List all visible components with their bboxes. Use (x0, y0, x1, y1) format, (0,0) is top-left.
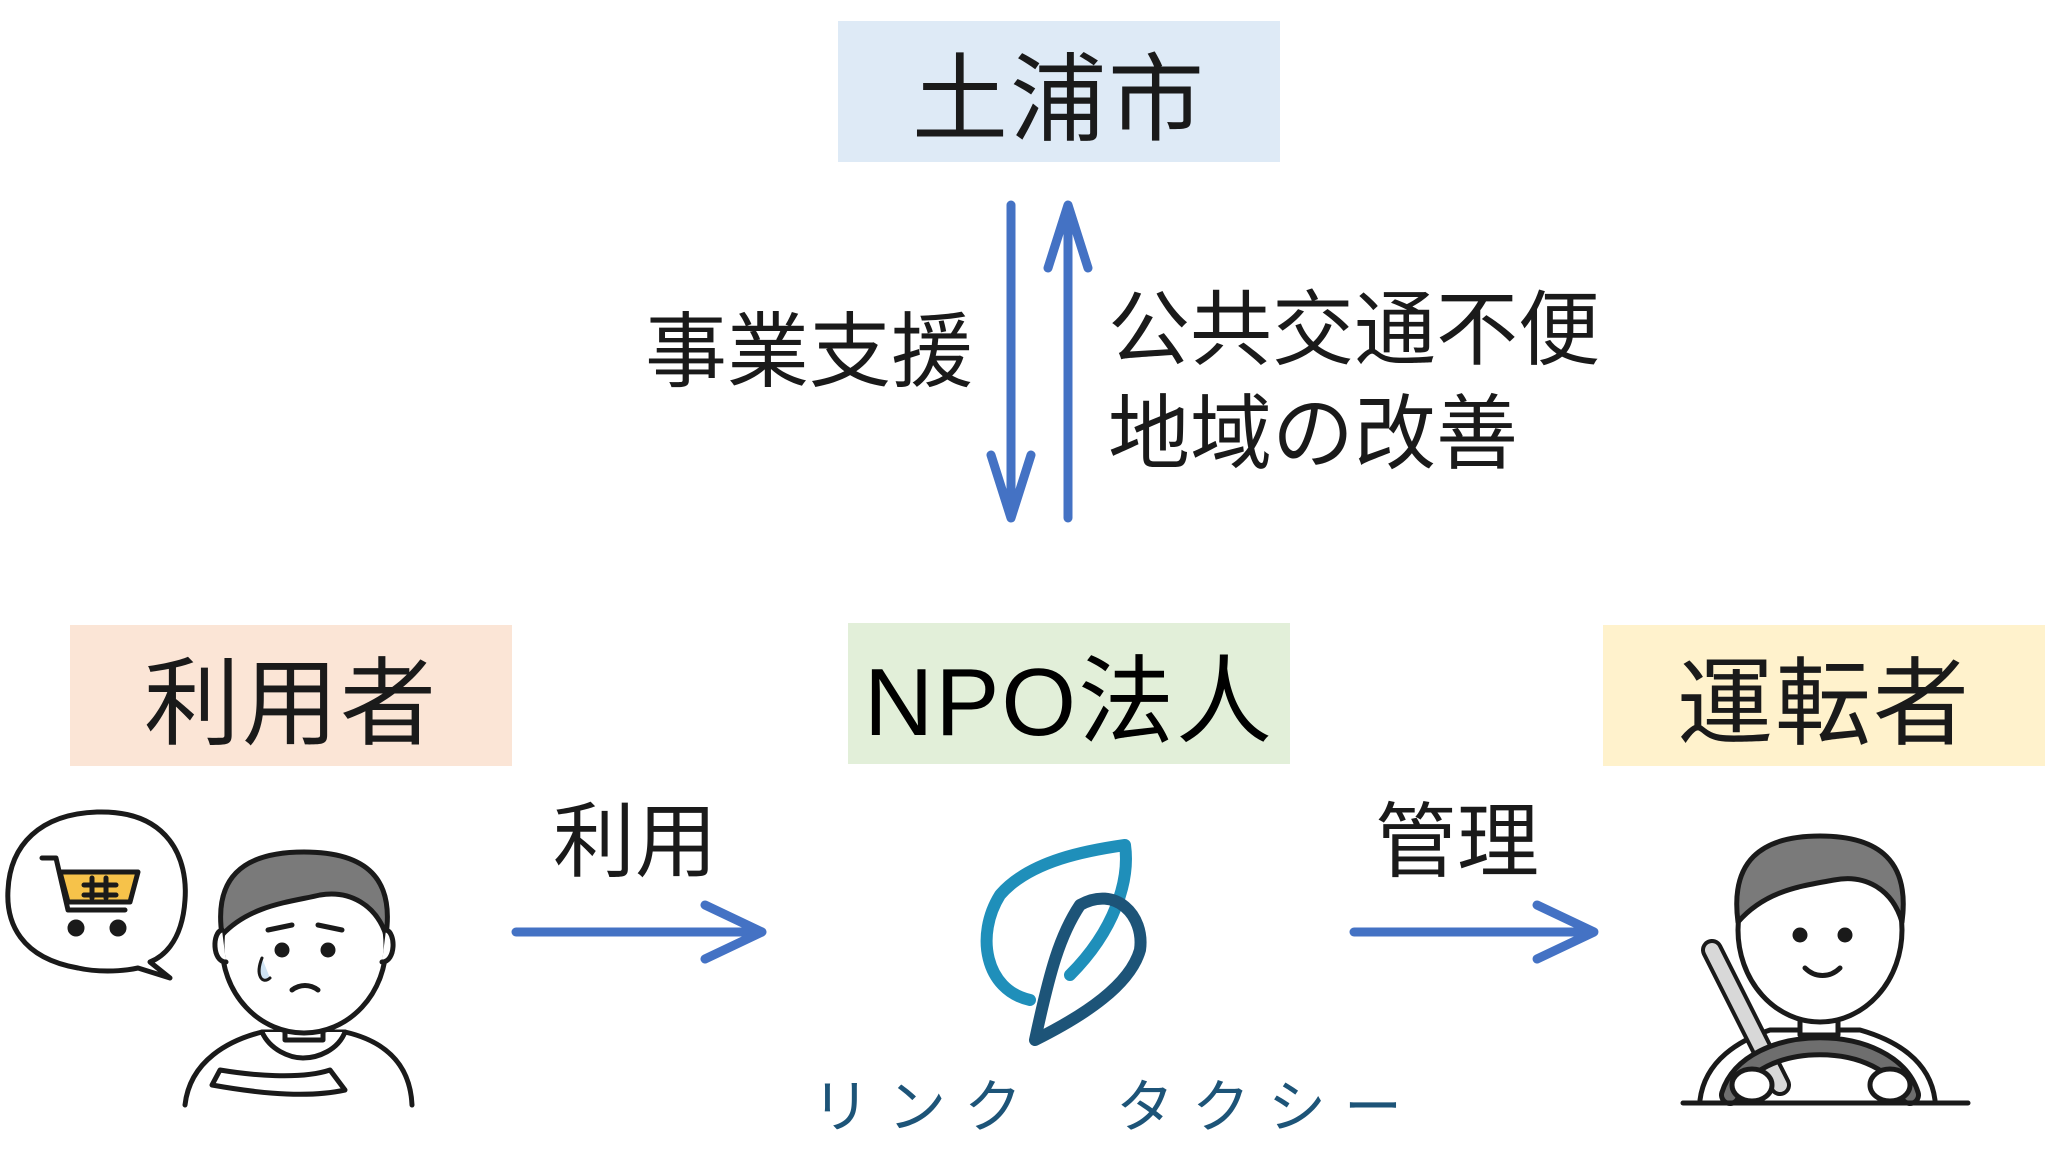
shopping-cart-icon (39, 855, 141, 937)
improve-label-line1: 公共交通不便 (1108, 283, 1601, 378)
support-label: 事業支援 (645, 305, 974, 400)
arrow-use (511, 900, 767, 964)
npo-box: NPO法人 (848, 623, 1290, 764)
city-box: 土浦市 (838, 21, 1280, 162)
driver-box: 運転者 (1603, 625, 2045, 766)
npo-label: NPO法人 (863, 649, 1275, 756)
arrow-manage (1349, 900, 1599, 964)
arrow-support (986, 200, 1036, 523)
driver-label: 運転者 (1677, 648, 1971, 760)
manage-label: 管理 (1375, 795, 1540, 890)
link-taxi-logo-text: リンク タクシー (812, 1073, 1421, 1141)
arrow-improve (1043, 200, 1093, 523)
driver-illustration (1680, 833, 1971, 1106)
user-label: 利用者 (144, 648, 438, 760)
link-taxi-logo-icon (980, 839, 1147, 1046)
improve-label-line2: 地域の改善 (1108, 387, 1519, 482)
city-label: 土浦市 (912, 44, 1206, 156)
worried-user-illustration (182, 849, 415, 1108)
user-box: 利用者 (70, 625, 512, 766)
use-label: 利用 (553, 795, 718, 890)
